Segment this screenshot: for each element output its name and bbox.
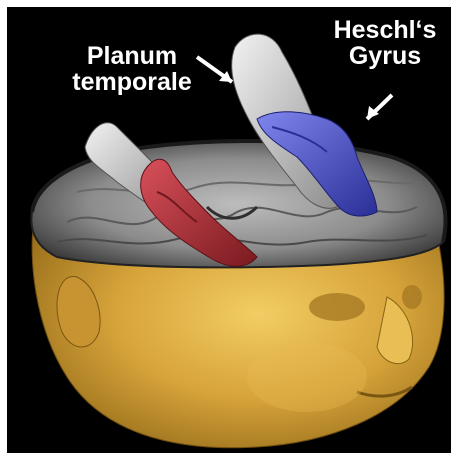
figure-frame: Planum temporale Heschl‘s Gyrus: [7, 7, 451, 453]
label-heschl-line-2: Gyrus: [320, 43, 450, 69]
label-planum-temporale: Planum temporale: [57, 43, 207, 96]
label-heschl-line-1: Heschl‘s: [320, 17, 450, 43]
label-heschls-gyrus: Heschl‘s Gyrus: [320, 17, 450, 70]
label-planum-line-2: temporale: [57, 69, 207, 95]
arrow-heschl: [367, 95, 392, 119]
label-planum-line-1: Planum: [57, 43, 207, 69]
